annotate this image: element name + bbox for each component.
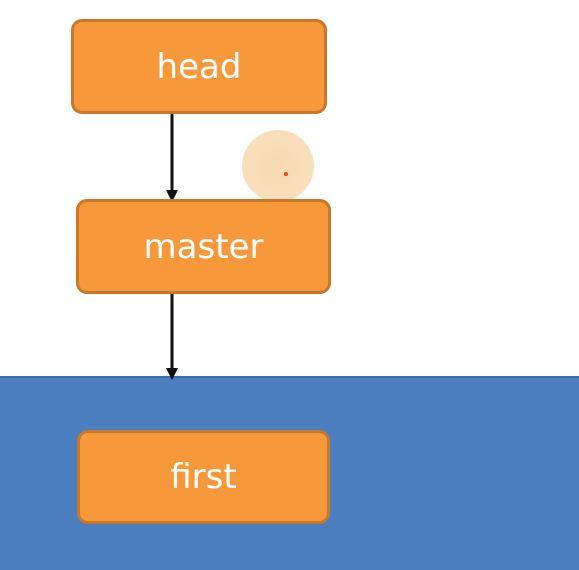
node-first-label: first — [170, 457, 237, 497]
node-head-label: head — [156, 46, 242, 87]
cursor-highlight — [242, 130, 314, 202]
node-master-label: master — [143, 226, 264, 267]
node-head: head — [71, 19, 327, 114]
node-master: master — [76, 199, 331, 294]
node-first: first — [77, 430, 330, 524]
cursor-dot — [284, 172, 288, 176]
